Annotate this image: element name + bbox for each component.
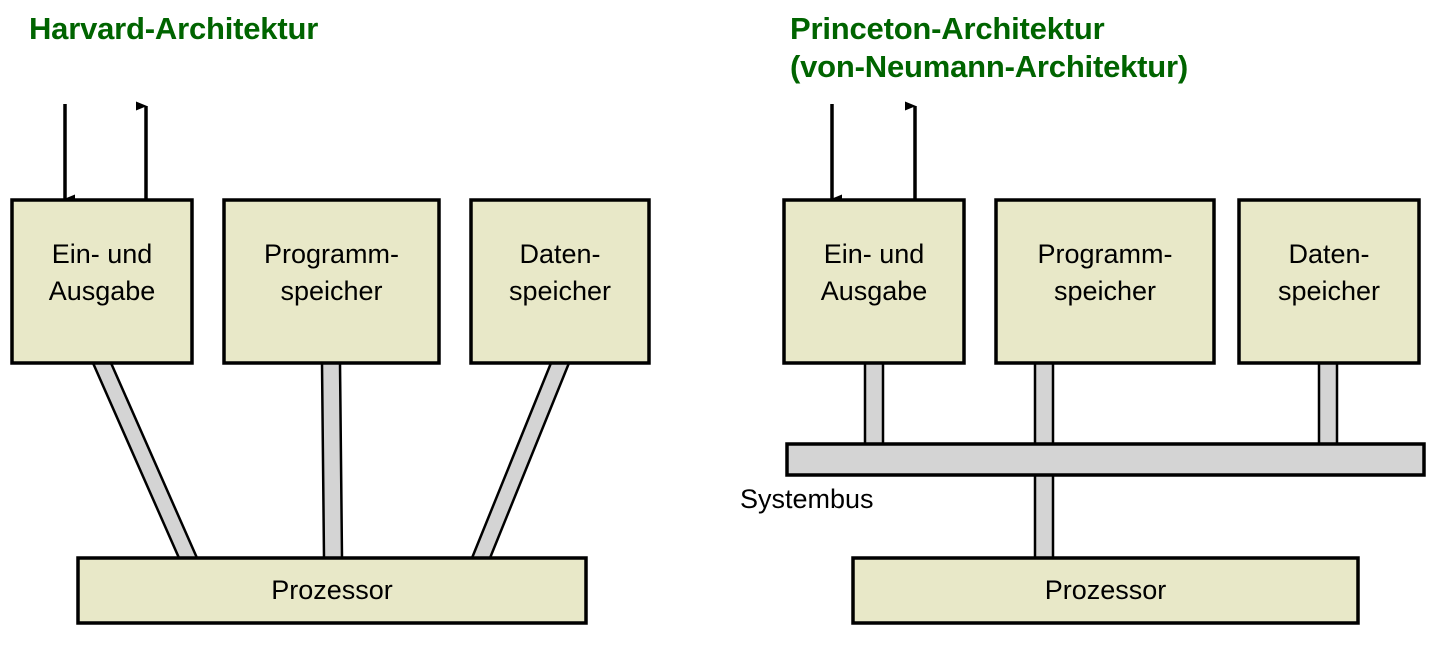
box-ein-und-ausgabe xyxy=(10,198,194,365)
box-datenspeicher xyxy=(469,198,651,365)
box-prozessor xyxy=(76,556,588,625)
box-prozessor xyxy=(851,556,1360,625)
princeton-boxes xyxy=(782,198,1421,625)
princeton-arrows xyxy=(830,101,917,204)
box-programmspeicher xyxy=(994,198,1216,365)
princeton-connectors xyxy=(863,361,1339,562)
box-datenspeicher xyxy=(1237,198,1421,365)
systembus-bar xyxy=(785,442,1426,477)
connector-progmem-to-cpu xyxy=(320,361,344,560)
connector-datamem-to-cpu xyxy=(470,361,571,560)
systembus-label: Systembus xyxy=(740,484,874,514)
princeton-title: Princeton-Architektur (von-Neumann-Archi… xyxy=(790,11,1189,84)
harvard-title: Harvard-Architektur xyxy=(29,11,319,46)
harvard-boxes xyxy=(10,198,651,625)
connector-bus-to-cpu xyxy=(1033,468,1055,562)
connector-io-to-bus xyxy=(863,361,885,449)
harvard-arrows xyxy=(63,101,148,204)
harvard-diagram xyxy=(10,101,651,625)
connector-datamem-to-bus xyxy=(1317,361,1339,449)
box-ein-und-ausgabe xyxy=(782,198,966,365)
connector-progmem-to-bus xyxy=(1033,361,1055,449)
connector-io-to-cpu xyxy=(91,361,199,560)
box-programmspeicher xyxy=(222,198,441,365)
harvard-connectors xyxy=(91,361,571,560)
princeton-diagram xyxy=(782,101,1426,625)
